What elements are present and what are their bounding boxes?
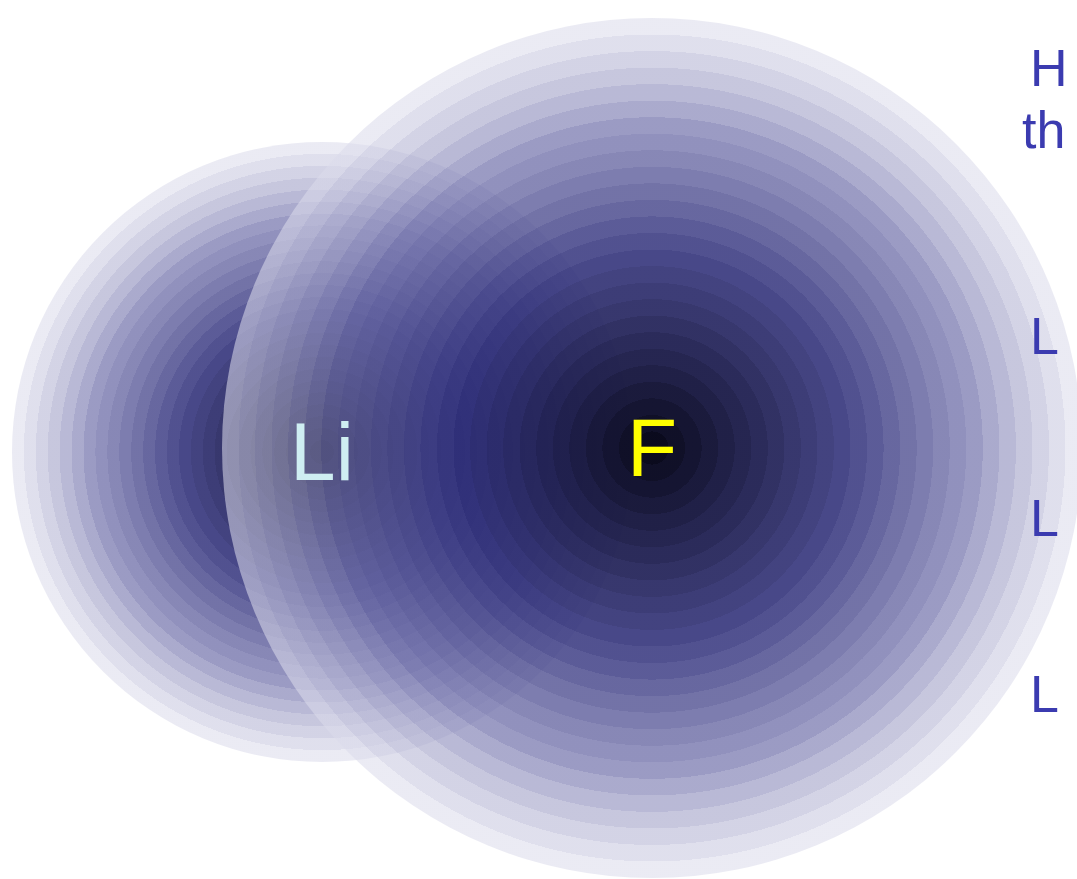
cloud-disc [222,18,1077,878]
side-text: th [1022,104,1065,156]
element-symbol: Li [290,411,354,493]
side-text: L [1030,310,1059,362]
side-text: H [1030,42,1068,94]
side-text: L [1030,492,1059,544]
side-text: L [1030,668,1059,720]
element-symbol: F [627,407,677,489]
